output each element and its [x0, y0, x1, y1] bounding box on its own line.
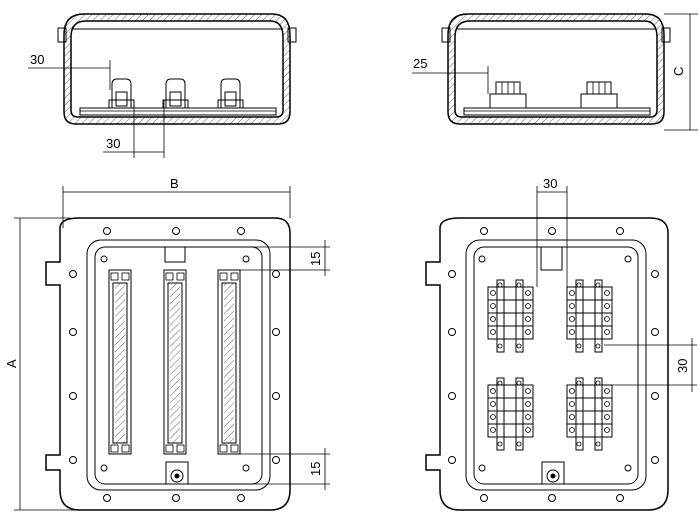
- side-view-right: 25 C: [412, 13, 698, 131]
- terminal-rail-1: [108, 269, 132, 455]
- plan-view-left: B A 15 15: [4, 176, 330, 511]
- dim-label-15-top: 15: [308, 252, 323, 266]
- terminal-block-side-2: [162, 78, 189, 108]
- dim-label-15-bottom: 15: [308, 462, 323, 476]
- dim-label-25: 25: [413, 56, 427, 71]
- bolt-holes-left: [69, 227, 280, 502]
- terminal-group-4: [566, 377, 613, 451]
- dim-label-30-upper: 30: [30, 52, 44, 67]
- terminal-group-2: [566, 279, 613, 353]
- dim-label-30-horizontal: 30: [543, 176, 557, 191]
- side-view-left: 30 30: [28, 13, 297, 158]
- bolt-holes-right: [448, 227, 659, 502]
- terminal-group-3: [487, 377, 534, 451]
- dim-label-30-vertical: 30: [675, 359, 690, 373]
- ground-terminal-left: [165, 461, 189, 485]
- dim-label-30-lower: 30: [106, 136, 120, 151]
- terminal-block-side-1: [108, 78, 135, 108]
- terminal-rail-3: [217, 269, 241, 455]
- dim-label-c: C: [671, 67, 686, 76]
- dim-label-a: A: [4, 359, 19, 368]
- terminal-group-side-1: [489, 81, 527, 109]
- terminal-block-side-3: [217, 78, 244, 108]
- dim-label-b: B: [170, 176, 179, 191]
- plan-view-right: 30 30: [425, 176, 697, 511]
- terminal-group-1: [487, 279, 534, 353]
- terminal-group-side-2: [580, 81, 618, 109]
- ground-terminal-right: [541, 461, 565, 485]
- terminal-rail-2: [163, 269, 187, 455]
